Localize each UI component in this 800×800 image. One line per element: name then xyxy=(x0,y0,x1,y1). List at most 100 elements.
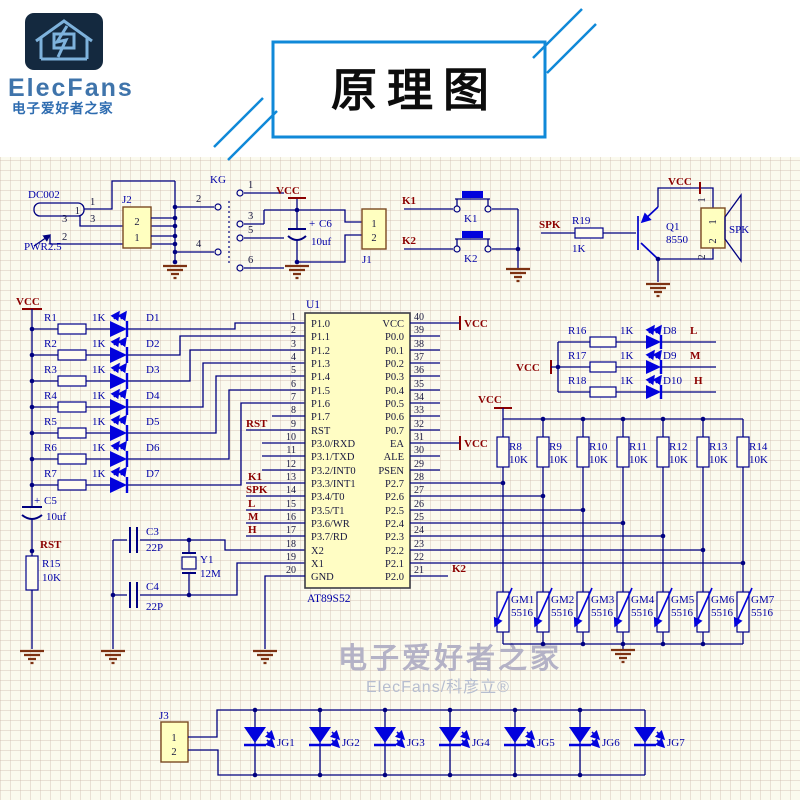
led-ref: D9 xyxy=(663,350,677,362)
pin-number: 8 xyxy=(291,405,296,416)
net-label-l: L xyxy=(690,325,697,337)
resistor-ref: R15 xyxy=(42,558,61,570)
pin-label: GND xyxy=(311,572,334,583)
pin-number: 19 xyxy=(286,552,296,563)
resistor-value: 1K xyxy=(620,350,634,362)
led-ref: JG5 xyxy=(537,737,555,749)
net-label-spk: SPK xyxy=(539,219,561,231)
pin-number: 16 xyxy=(286,512,296,523)
cap-value: 10uf xyxy=(46,511,67,523)
logo-house-roof-icon xyxy=(35,19,93,43)
pin-label: P0.2 xyxy=(385,359,404,370)
pin-number: 2 xyxy=(697,254,708,259)
pin-number: 35 xyxy=(414,379,424,390)
connector-j2-ref: J2 xyxy=(122,194,132,206)
ground-icon xyxy=(504,267,532,283)
transistor-value: 8550 xyxy=(666,234,689,246)
resistor-ref: R2 xyxy=(44,338,57,350)
resistor-ref: R8 xyxy=(509,441,522,453)
pin-number: 40 xyxy=(414,312,424,323)
pin-number: 30 xyxy=(414,445,424,456)
pin-number: 34 xyxy=(414,392,424,403)
resistor-ref: R3 xyxy=(44,364,57,376)
resistor-ref: R7 xyxy=(44,468,57,480)
strip-led-jg5: JG5 xyxy=(504,707,555,778)
pin-number: 37 xyxy=(414,352,424,363)
led-row-d6: R6 1K D6 xyxy=(29,389,305,467)
led-bar-section: VCC R1 1K D1 R2 1K D2 R3 1K D3 R4 1K D4 xyxy=(16,296,305,507)
cap-polarity: + xyxy=(309,218,315,230)
ground-icon xyxy=(161,264,189,280)
pin-number: 1 xyxy=(134,233,139,244)
resistor-value: 1K xyxy=(92,338,106,350)
net-label-h: H xyxy=(694,375,703,387)
vcc-net-label: VCC xyxy=(668,176,692,188)
title-banner: 原理图 xyxy=(213,8,597,161)
resistor-r15 xyxy=(25,555,39,591)
led-row-d4: R4 1K D4 xyxy=(29,362,305,415)
led-ref: JG4 xyxy=(472,737,490,749)
net-label-m: M xyxy=(248,511,259,523)
pin-label: P1.2 xyxy=(311,346,330,357)
mcu-ref: U1 xyxy=(306,299,320,311)
pin-number: 3 xyxy=(90,214,95,225)
pin-label: P0.1 xyxy=(385,346,404,357)
led-row-d3: R3 1K D3 xyxy=(29,349,305,389)
mcu-section: U1 AT89S52 1 2 3 4 5 6 7 8 9 10 11 12 13… xyxy=(246,299,743,665)
ldr-value: 5516 xyxy=(511,607,534,619)
column-5: R12 10K GM5 5516 xyxy=(653,419,695,644)
resistor-ref: R9 xyxy=(549,441,562,453)
net-label-k2: K2 xyxy=(452,563,467,575)
connector-j3 xyxy=(160,721,189,763)
resistor-ref: R18 xyxy=(568,375,587,387)
logo-lightning-icon xyxy=(53,25,69,58)
led-ref: D2 xyxy=(146,338,159,350)
indicator-led-section: VCC R16 1K D8 L R17 1K D9 M R18 1K D10 H xyxy=(516,324,716,399)
pin-number: 1 xyxy=(171,733,176,744)
pin-label: P3.6/WR xyxy=(311,519,350,530)
pin-number: 1 xyxy=(371,219,376,230)
pin-number: 7 xyxy=(291,392,296,403)
net-label-l: L xyxy=(248,498,255,510)
led-ref: JG6 xyxy=(602,737,620,749)
pin-label: P3.5/T1 xyxy=(311,506,345,517)
pin-label: P0.6 xyxy=(385,412,404,423)
cap-value: 22P xyxy=(146,601,163,613)
pin-label: P1.6 xyxy=(311,399,330,410)
pin-label: P2.4 xyxy=(385,519,405,530)
pin-number: 3 xyxy=(62,214,67,225)
pin-number: 18 xyxy=(286,539,296,550)
pin-number: 12 xyxy=(286,459,296,470)
pin-number: 5 xyxy=(291,365,296,376)
pin-label: P3.3/INT1 xyxy=(311,479,356,490)
led-ref: D4 xyxy=(146,390,160,402)
pin-number: 21 xyxy=(414,565,424,576)
led-ref: D1 xyxy=(146,312,159,324)
pin-label: P3.2/INT0 xyxy=(311,466,356,477)
resistor-ref: R13 xyxy=(709,441,728,453)
resistor-ref: R4 xyxy=(44,390,57,402)
led-row-d10: R18 1K D10 H xyxy=(558,374,716,399)
resistor-value: 1K xyxy=(620,375,634,387)
pin-number: 32 xyxy=(414,419,424,430)
pin-number: 14 xyxy=(286,485,296,496)
led-ref: D8 xyxy=(663,325,677,337)
resistor-value: 10K xyxy=(549,454,568,466)
led-ref: D6 xyxy=(146,442,160,454)
led-ref: D5 xyxy=(146,416,160,428)
pin-number: 2 xyxy=(134,217,139,228)
cap-ref: C6 xyxy=(319,218,332,230)
vcc-net-label: VCC xyxy=(16,296,40,308)
resistor-value: 1K xyxy=(92,442,106,454)
net-label-rst: RST xyxy=(246,418,268,430)
power-switch-kg: KG 2 4 1 3 5 6 xyxy=(175,174,284,272)
pin-number: 27 xyxy=(414,485,424,496)
ground-icon xyxy=(283,264,311,280)
pin-label: EA xyxy=(390,439,404,450)
resistor-ref: R6 xyxy=(44,442,57,454)
led-row-d1: R1 1K D1 xyxy=(29,310,305,337)
resistor-ref: R16 xyxy=(568,325,587,337)
button-cap-icon xyxy=(462,231,483,238)
pin-number: 13 xyxy=(286,472,296,483)
ldr-ref: GM5 xyxy=(671,594,695,606)
